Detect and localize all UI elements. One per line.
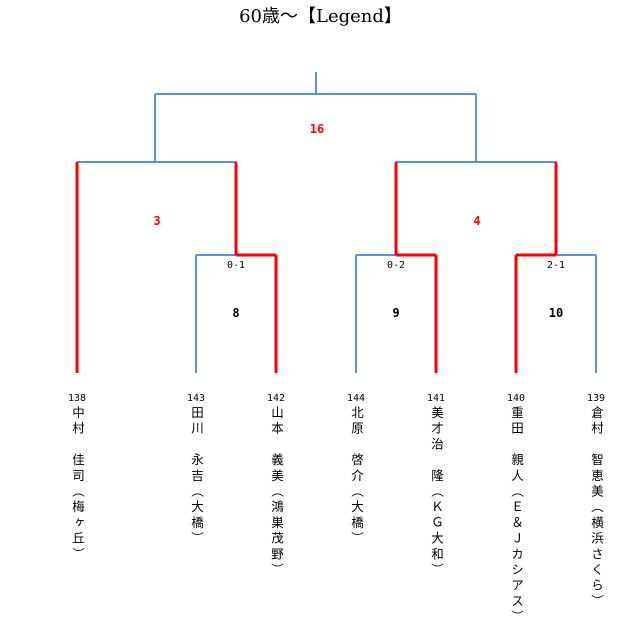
player-name: 美才治 隆（ＫＧ大和） bbox=[429, 406, 444, 579]
player-number: 141 bbox=[426, 393, 446, 404]
player-entry: 141 美才治 隆（ＫＧ大和） bbox=[426, 393, 446, 579]
semi-left-match-number: 3 bbox=[153, 214, 161, 228]
player-name: 田川 永吉（大橋） bbox=[189, 406, 204, 548]
player-name: 中村 佳司（梅ヶ丘） bbox=[70, 406, 85, 563]
player-name: 北原 啓介（大橋） bbox=[349, 406, 364, 548]
player-number: 139 bbox=[586, 393, 606, 404]
player-number: 140 bbox=[506, 393, 526, 404]
player-number: 143 bbox=[186, 393, 206, 404]
semi-right-match-number: 4 bbox=[473, 214, 481, 228]
player-name: 山本 義美（鴻巣茂野） bbox=[269, 406, 284, 579]
player-entry: 143 田川 永吉（大橋） bbox=[186, 393, 206, 547]
player-entry: 142 山本 義美（鴻巣茂野） bbox=[266, 393, 286, 579]
player-name: 倉村 智恵美（横浜さくら） bbox=[589, 406, 604, 611]
player-number: 138 bbox=[67, 393, 87, 404]
match-10-score: 2-1 bbox=[546, 260, 566, 271]
match-8-score: 0-1 bbox=[226, 260, 246, 271]
player-entry: 144 北原 啓介（大橋） bbox=[346, 393, 366, 547]
final-match-number: 16 bbox=[309, 122, 325, 136]
player-name: 重田 親人（Ｅ＆Ｊカシアス） bbox=[509, 406, 524, 626]
player-entry: 138 中村 佳司（梅ヶ丘） bbox=[67, 393, 87, 563]
match-9-number: 9 bbox=[392, 306, 400, 320]
player-number: 144 bbox=[346, 393, 366, 404]
match-10-number: 10 bbox=[548, 306, 564, 320]
match-9-score: 0-2 bbox=[386, 260, 406, 271]
match-8-number: 8 bbox=[232, 306, 240, 320]
bracket-title: 60歳～【Legend】 bbox=[239, 6, 402, 27]
player-entry: 139 倉村 智恵美（横浜さくら） bbox=[586, 393, 606, 610]
player-number: 142 bbox=[266, 393, 286, 404]
player-entry: 140 重田 親人（Ｅ＆Ｊカシアス） bbox=[506, 393, 526, 626]
